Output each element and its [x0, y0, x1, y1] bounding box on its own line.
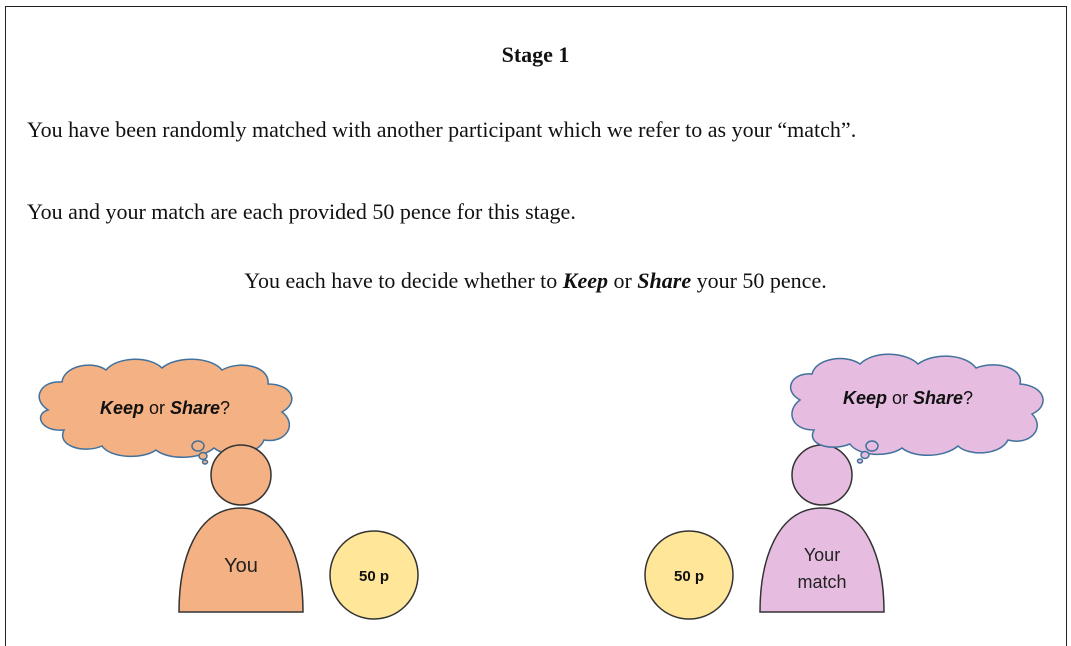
- right-thought-or: or: [887, 388, 913, 408]
- decision-keep-word: Keep: [562, 268, 608, 293]
- page-title: Stage 1: [501, 42, 570, 67]
- left-person: You: [178, 444, 304, 613]
- right-coin-label: 50 p: [674, 568, 704, 585]
- right-thought-share: Share: [913, 388, 963, 408]
- paragraph-decision: You each have to decide whether to Keep …: [0, 268, 1071, 294]
- right-person-label-line2: match: [797, 572, 846, 592]
- left-thought-keep: Keep: [100, 398, 144, 418]
- decision-text-pre: You each have to decide whether to: [244, 268, 563, 293]
- right-person: Your match: [759, 444, 885, 613]
- left-thought-share: Share: [170, 398, 220, 418]
- decision-share-word: Share: [637, 268, 692, 293]
- paragraph-endowment: You and your match are each provided 50 …: [27, 199, 576, 224]
- svg-text:Keep or Share?: Keep or Share?: [100, 398, 230, 418]
- decision-text-mid: or: [607, 268, 638, 293]
- right-thought-cloud: Keep or Share?: [789, 353, 1044, 464]
- svg-text:Keep or Share?: Keep or Share?: [843, 388, 973, 408]
- left-person-head: [210, 444, 272, 506]
- left-coin-label: 50 p: [359, 568, 389, 585]
- right-person-head: [791, 444, 853, 506]
- right-thought-q: ?: [963, 388, 973, 408]
- left-thought-q: ?: [220, 398, 230, 418]
- right-coin: 50 p: [644, 530, 734, 620]
- left-person-body: [178, 507, 304, 613]
- right-person-body: [759, 507, 885, 613]
- left-coin: 50 p: [329, 530, 419, 620]
- left-thought-cloud: Keep or Share?: [38, 358, 293, 465]
- right-person-label-line1: Your: [804, 545, 840, 565]
- left-person-label: You: [224, 555, 258, 577]
- paragraph-match-intro: You have been randomly matched with anot…: [27, 117, 857, 142]
- decision-text-post: your 50 pence.: [691, 268, 827, 293]
- right-thought-keep: Keep: [843, 388, 887, 408]
- left-thought-or: or: [144, 398, 170, 418]
- page-frame: [5, 6, 1067, 646]
